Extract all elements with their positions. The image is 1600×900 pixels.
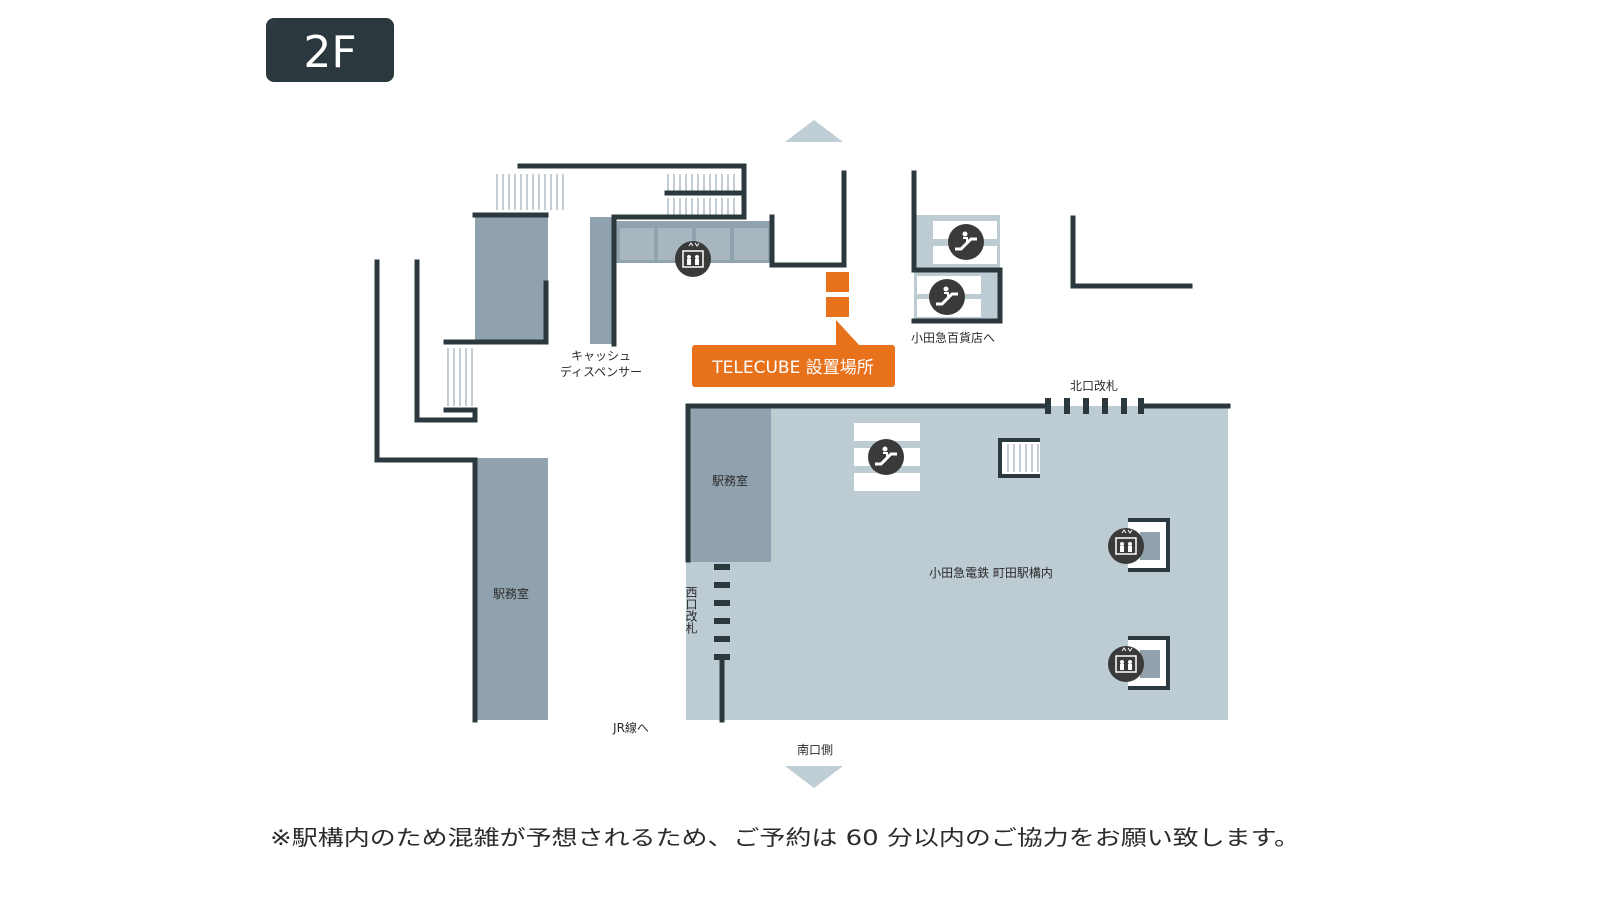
elevator-icon: [1108, 528, 1144, 564]
footer-note: ※駅構内のため混雑が予想されるため、ご予約は 60 分以内のご協力をお願い致しま…: [270, 826, 1300, 850]
label-station-office-west: 駅務室: [712, 473, 748, 488]
stairs-icon: [667, 174, 735, 216]
label-to-odakyu-dept: 小田急百貨店へ: [911, 330, 995, 345]
station-office-west-room: [688, 406, 771, 562]
upper-left-room: [475, 215, 548, 342]
label-station-office-main: 駅務室: [493, 586, 529, 601]
label-cash-dispenser-2: ディスペンサー: [560, 364, 642, 379]
telecube-callout-label: TELECUBE 設置場所: [711, 358, 873, 378]
stairs-icon: [495, 174, 567, 210]
label-station-area: 小田急電鉄 町田駅構内: [929, 565, 1053, 580]
telecube-callout: TELECUBE 設置場所: [692, 320, 895, 387]
escalator-icon: [929, 279, 965, 315]
escalator-icon: [948, 224, 984, 260]
elevator-icon: [1108, 646, 1144, 682]
stairs-icon: [998, 438, 1040, 478]
station-office-main-room: [475, 458, 548, 720]
label-cash-dispenser-1: キャッシュ: [571, 349, 631, 363]
cash-dispenser-column: [590, 217, 614, 344]
north-gate-markers: [1045, 398, 1144, 414]
label-north-gate: 北口改札: [1070, 379, 1118, 393]
arrow-up-icon: [785, 120, 843, 142]
escalator-icon: [868, 439, 904, 475]
label-south-exit: 南口側: [797, 742, 833, 757]
telecube-marker: [826, 297, 849, 317]
arrow-down-icon: [785, 766, 843, 788]
telecube-marker: [826, 272, 849, 292]
west-gate-markers: [714, 564, 730, 660]
label-to-jr: JR線へ: [612, 720, 649, 735]
walls: [374, 163, 1231, 723]
floor-badge: 2F: [266, 18, 394, 82]
floor-label: 2F: [303, 27, 356, 78]
stairs-icon: [447, 348, 473, 406]
label-west-gate: 西口改札: [684, 586, 698, 635]
elevator-icon: [675, 241, 711, 277]
